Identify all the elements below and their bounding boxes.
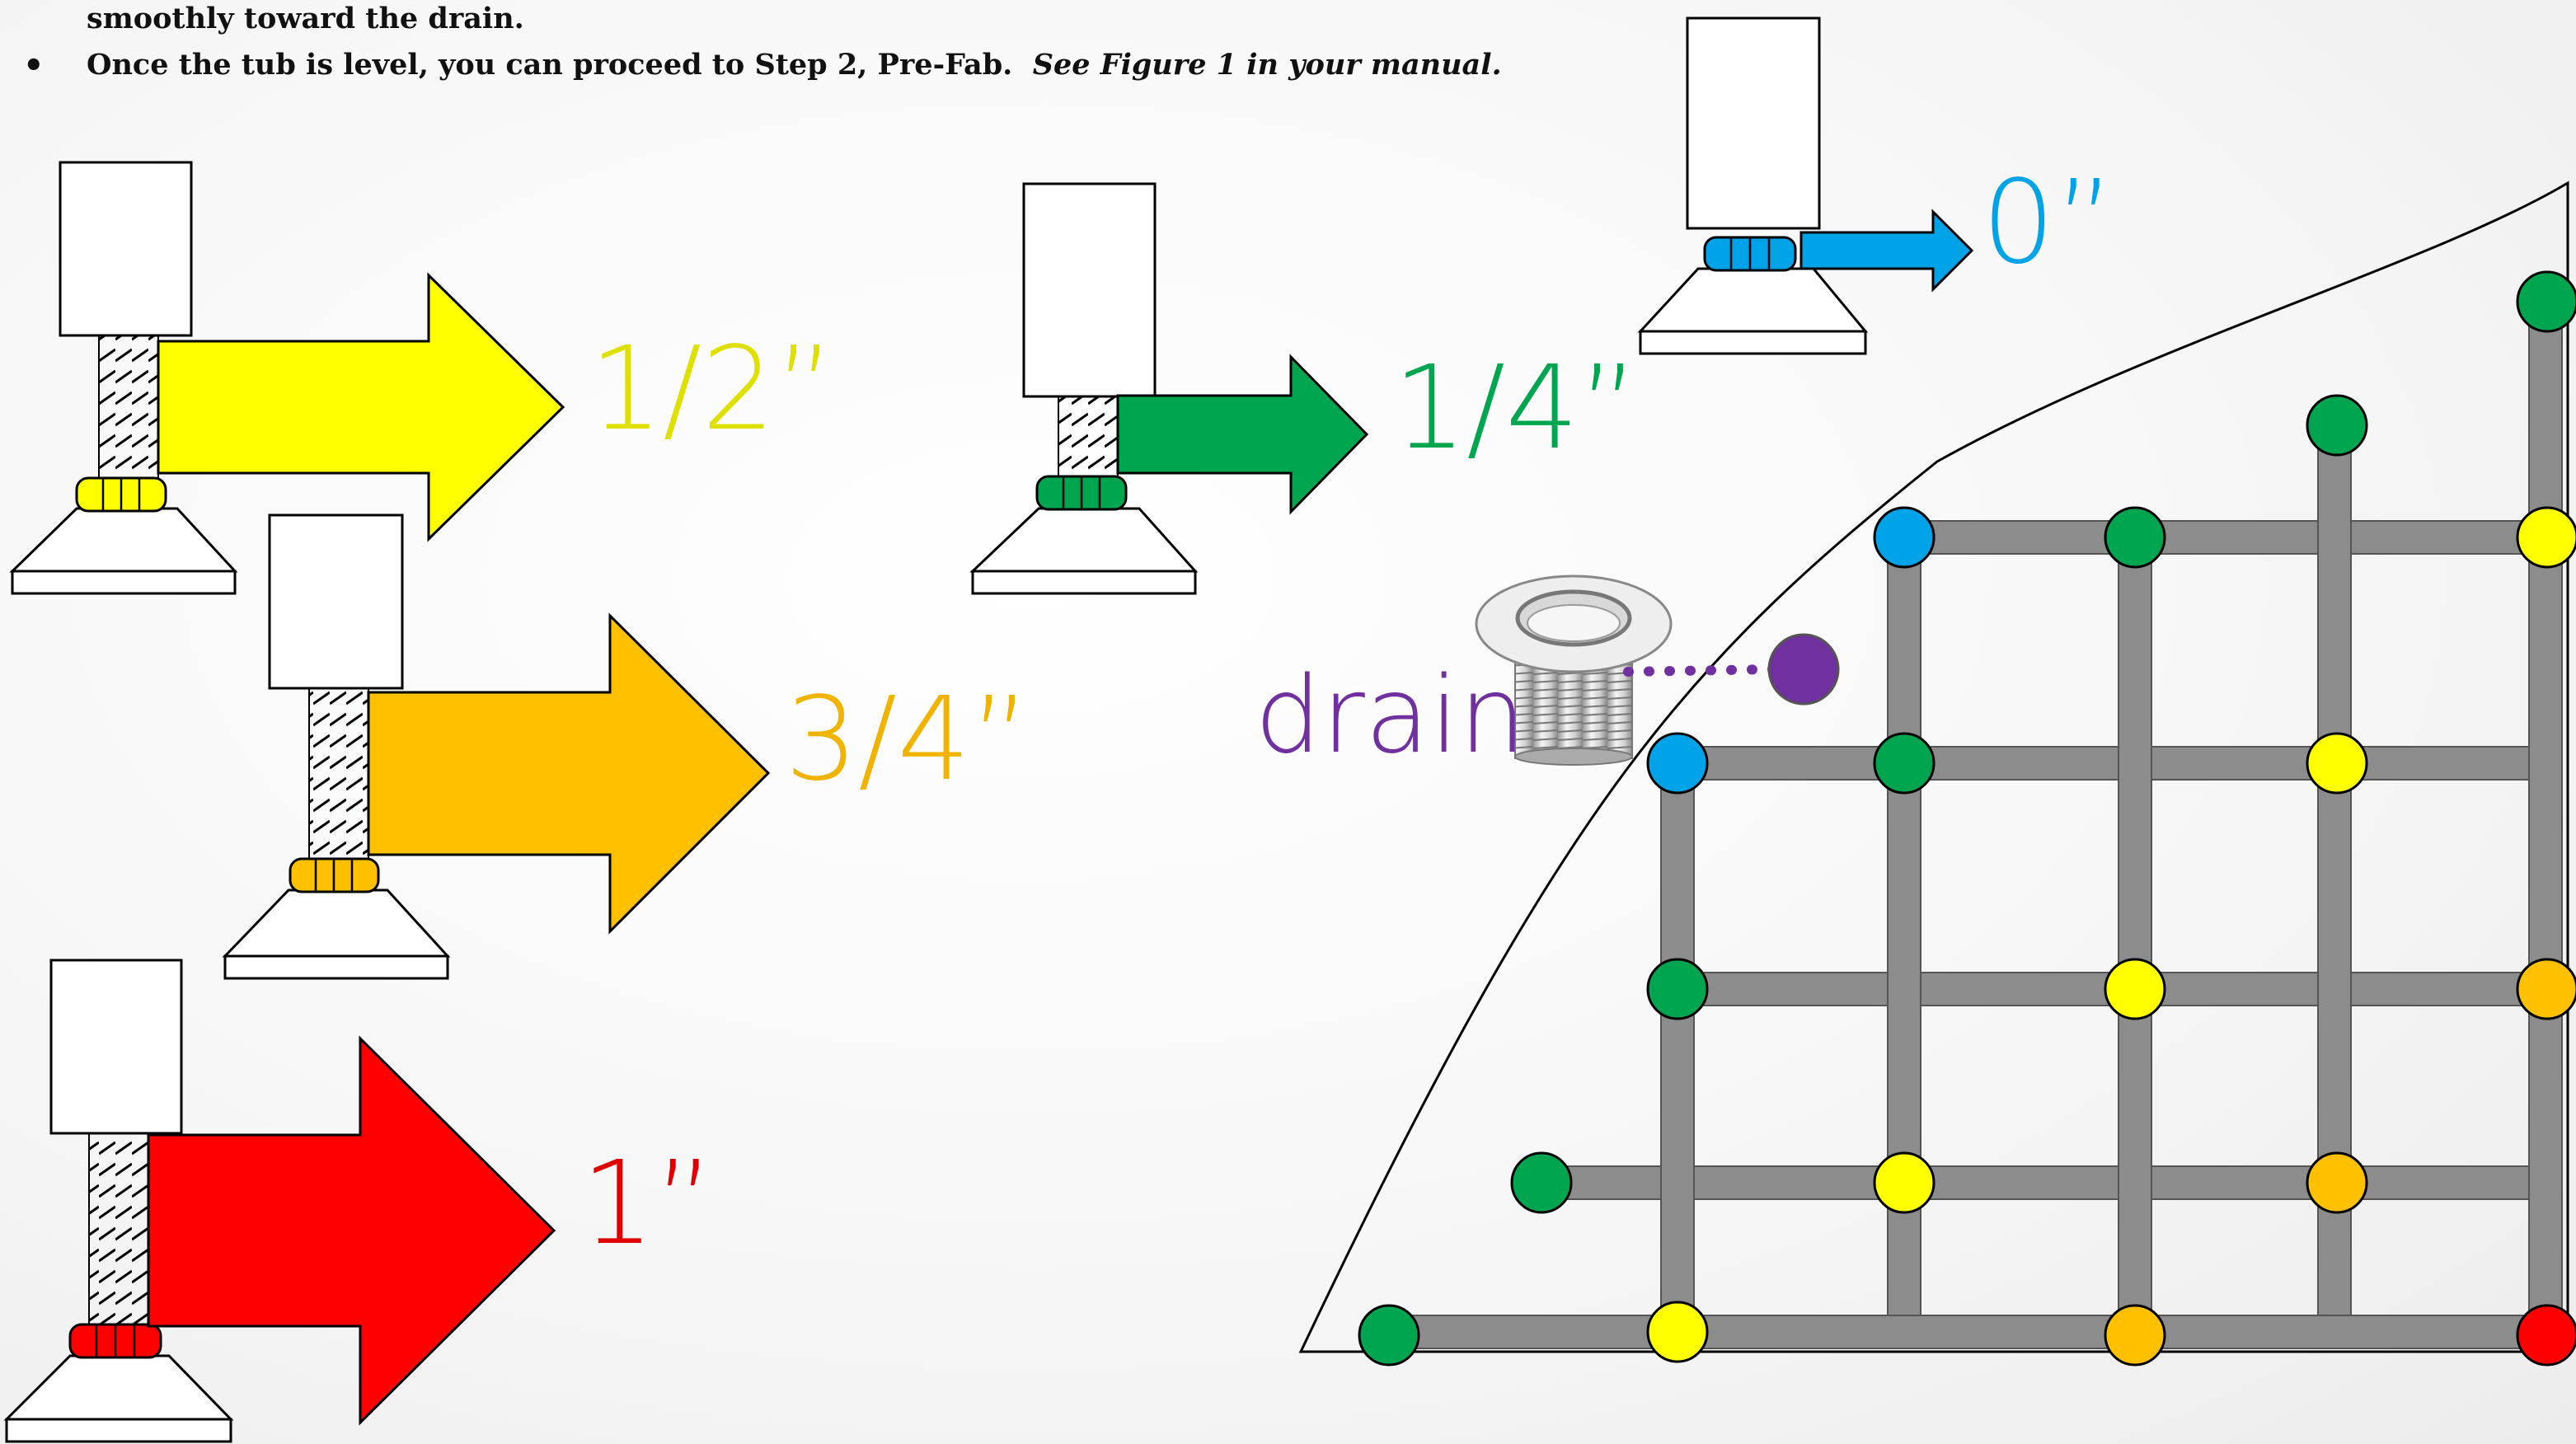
- label-three-quarter-inch: 3/4”: [785, 673, 1030, 807]
- leveling-foot-one-inch: 1”: [3, 959, 715, 1443]
- drain-connector: [1623, 664, 1777, 677]
- grid-node: [1646, 732, 1709, 795]
- grid-node: [2306, 394, 2368, 457]
- leveling-foot-icon: [222, 513, 451, 980]
- grid-node: [1358, 1304, 1420, 1367]
- grid-node: [1873, 506, 1936, 569]
- arrow-three-quarter-inch: [367, 612, 771, 935]
- grid-node: [2104, 958, 2166, 1020]
- leveling-foot-icon: [9, 161, 238, 595]
- arrow-zero-inch: [1799, 209, 1974, 293]
- grid-node: [2516, 1304, 2576, 1367]
- grid-node: [2104, 1304, 2166, 1367]
- leveling-foot-three-quarter-inch: 3/4”: [222, 513, 1030, 980]
- grid-node: [1873, 1151, 1936, 1214]
- leveling-foot-quarter-inch: 1/4”: [969, 182, 1639, 595]
- instruction-line-2-ref: See Figure 1 in your manual.: [1032, 48, 1502, 82]
- grid-node: [2104, 506, 2166, 569]
- drain-location-marker: [1767, 633, 1840, 706]
- leveling-foot-zero-inch: 0”: [1637, 16, 2115, 355]
- arrow-quarter-inch: [1116, 354, 1369, 515]
- grid-node: [2516, 958, 2576, 1020]
- leveling-foot-half-inch: 1/2”: [9, 161, 835, 595]
- instruction-line-2-text: Once the tub is level, you can proceed t…: [87, 48, 1013, 82]
- leveling-foot-icon: [969, 182, 1199, 595]
- instruction-line-2: Once the tub is level, you can proceed t…: [87, 48, 1502, 82]
- grid-node: [1646, 1301, 1709, 1363]
- label-zero-inch: 0”: [1982, 156, 2115, 290]
- leveling-foot-icon: [3, 959, 234, 1443]
- label-quarter-inch: 1/4”: [1393, 341, 1639, 476]
- instruction-line-1: smoothly toward the drain.: [87, 2, 524, 35]
- grid-node: [2306, 732, 2368, 795]
- grid-nodes: [1358, 270, 2576, 1367]
- leveling-foot-icon: [1637, 16, 1869, 355]
- grid-node: [2516, 506, 2576, 569]
- tub-outline: [1298, 180, 2569, 1353]
- label-half-inch: 1/2”: [589, 322, 835, 457]
- grid-node: [1510, 1151, 1573, 1214]
- arrow-one-inch: [147, 1035, 556, 1426]
- drain-label: drain: [1255, 654, 1526, 777]
- label-one-inch: 1”: [581, 1137, 715, 1271]
- grid-node: [2306, 1151, 2368, 1214]
- arrow-half-inch: [157, 272, 565, 542]
- grid-node: [2516, 270, 2576, 333]
- bullet-icon: •: [23, 46, 45, 85]
- grid-node: [1646, 958, 1709, 1020]
- grid-node: [1873, 732, 1936, 795]
- drain-fitting-icon: [1475, 574, 1673, 766]
